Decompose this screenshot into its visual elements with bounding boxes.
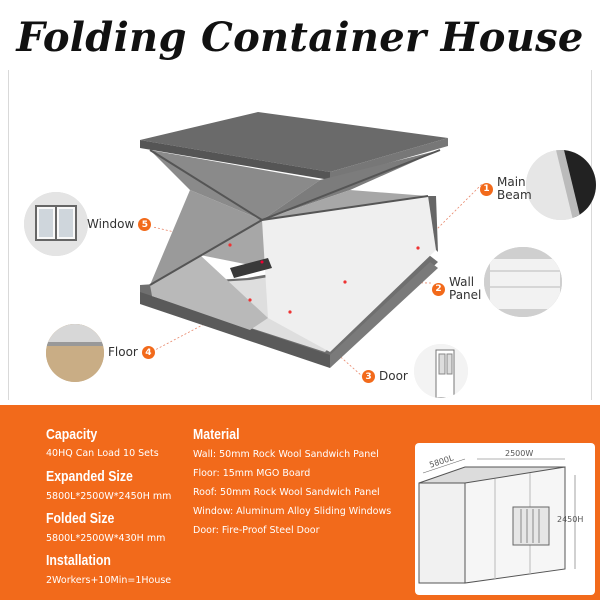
expanded-size-title: Expanded Size [46,468,133,485]
callout-main-beam: 1 Main Beam [480,176,532,202]
page-title: Folding Container House [16,14,584,61]
callout-label: Window [87,217,135,231]
callout-wall-panel: 2 Wall Panel [432,276,481,302]
callout-number: 4 [141,346,155,359]
callout-label: Door [379,369,408,383]
installation-title: Installation [46,552,111,569]
door-thumbnail [414,344,468,398]
callout-label: Floor [108,345,138,359]
callout-label: Wall [449,275,475,289]
folded-size-text: 5800L*2500W*430H mm [46,533,166,544]
installation-text: 2Workers+10Min=1House [46,575,172,586]
frame-line-left [8,70,9,400]
material-line: Floor: 15mm MGO Board [193,468,311,479]
callout-number: 1 [480,182,493,196]
folded-size-title: Folded Size [46,510,115,527]
expanded-size-text: 5800L*2500W*2450H mm [46,491,172,502]
capacity-text: 40HQ Can Load 10 Sets [46,448,159,459]
floor-thumbnail [46,324,104,382]
material-title: Material [193,426,240,443]
callout-label-line2: Panel [449,288,482,302]
main-beam-thumbnail [526,150,596,220]
expanded-house-drawing [418,458,576,584]
frame-line-right [591,70,592,400]
callout-label-line2: Beam [497,188,532,202]
material-line: Window: Aluminum Alloy Sliding Windows [193,506,392,517]
dimension-height: 2450H [557,515,584,524]
callout-label: Main [497,175,526,189]
material-line: Door: Fire-Proof Steel Door [193,525,320,536]
material-line: Wall: 50mm Rock Wool Sandwich Panel [193,449,379,460]
callout-floor: Floor 4 [108,346,155,359]
callout-door: 3 Door [362,370,408,383]
material-line: Roof: 50mm Rock Wool Sandwich Panel [193,487,380,498]
dimension-width: 2500W [505,449,534,458]
window-thumbnail [24,192,88,256]
callout-window: Window 5 [87,217,152,231]
expanded-house-card: 5800L 2500W 2450H [415,443,595,595]
wall-panel-thumbnail [484,247,562,317]
callout-number: 5 [138,218,152,231]
callout-number: 2 [432,282,445,296]
capacity-title: Capacity [46,426,98,443]
spec-panel: Capacity 40HQ Can Load 10 Sets Expanded … [0,405,600,600]
callout-number: 3 [362,370,375,383]
folding-house-illustration [140,112,484,377]
